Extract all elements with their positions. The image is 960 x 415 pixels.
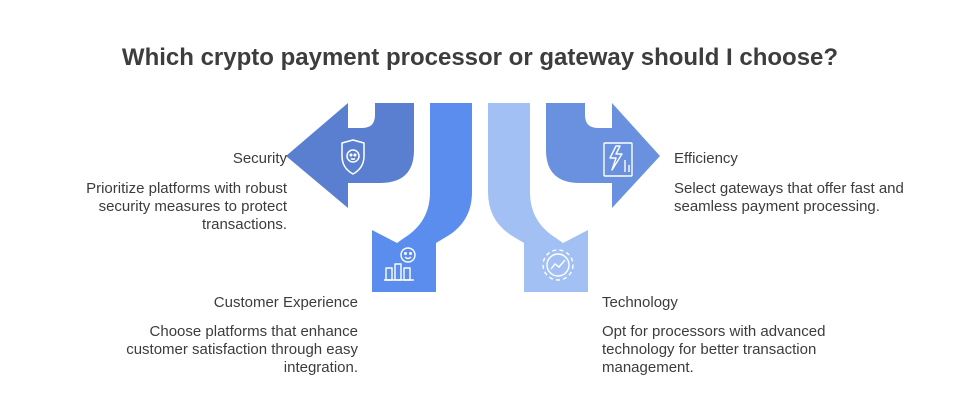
security-description: Prioritize platforms with robust securit… bbox=[86, 180, 287, 233]
customer-experience-arrow bbox=[372, 103, 472, 292]
page-title: Which crypto payment processor or gatewa… bbox=[121, 44, 839, 71]
efficiency-arrow bbox=[546, 103, 660, 208]
customer-experience-description: Choose platforms that enhance customer s… bbox=[126, 323, 358, 376]
shield-icon bbox=[341, 139, 365, 175]
lightning-chart-icon bbox=[603, 142, 633, 177]
technology-label: Technology bbox=[602, 294, 678, 311]
technology-arrow bbox=[488, 103, 588, 292]
gear-chart-icon bbox=[542, 249, 574, 281]
efficiency-label: Efficiency bbox=[674, 150, 738, 167]
security-label: Security bbox=[232, 150, 287, 167]
technology-description: Opt for processors with advanced technol… bbox=[602, 323, 826, 376]
efficiency-description: Select gateways that offer fast and seam… bbox=[674, 180, 904, 215]
happy-customer-icon bbox=[384, 247, 416, 281]
customer-experience-label: Customer Experience bbox=[213, 294, 358, 311]
